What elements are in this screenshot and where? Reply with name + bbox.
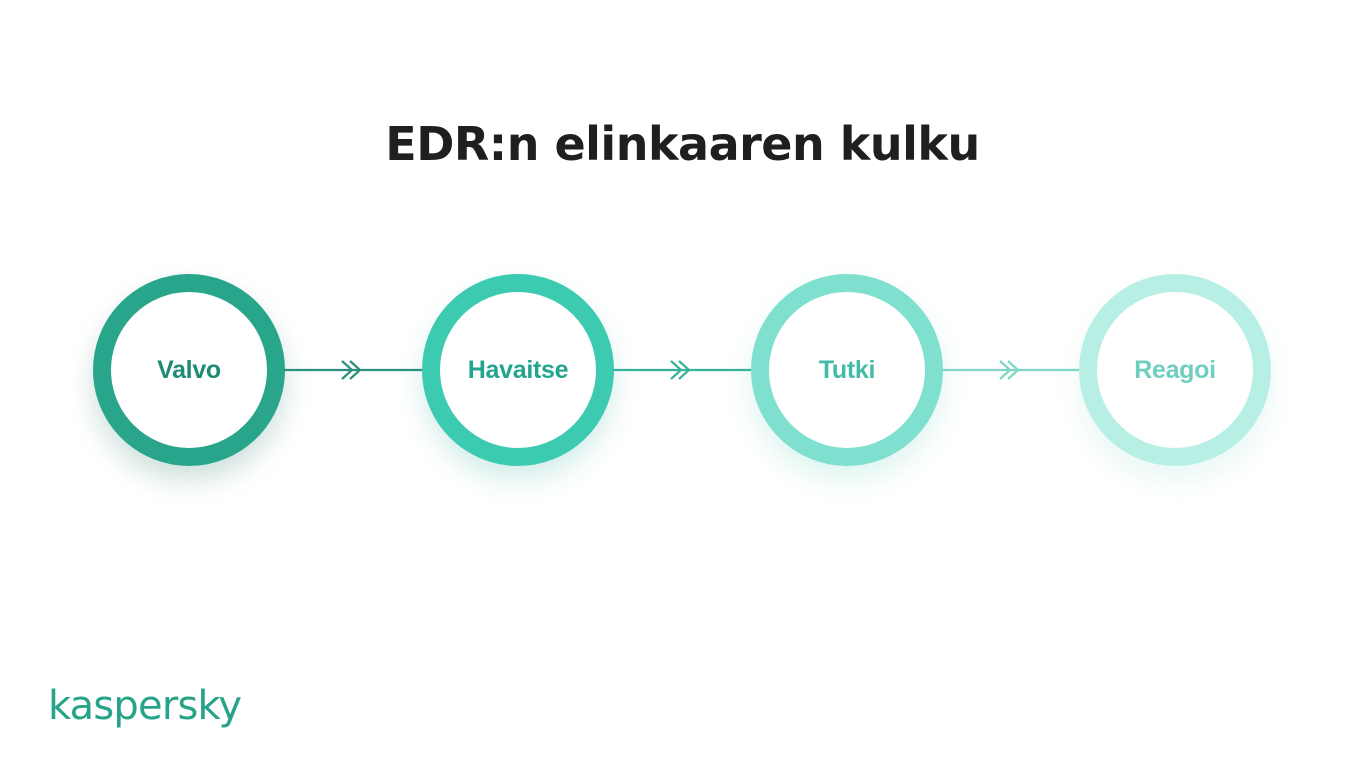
chevron-right-icon bbox=[670, 360, 683, 380]
step-tutki: Tutki bbox=[751, 274, 943, 466]
step-label: Valvo bbox=[157, 355, 221, 384]
step-label: Havaitse bbox=[467, 355, 569, 384]
step-valvo: Valvo bbox=[93, 274, 285, 466]
chevron-right-icon bbox=[678, 360, 691, 380]
chevron-right-icon bbox=[341, 360, 354, 380]
connector-arrow bbox=[942, 360, 1082, 380]
step-label: Reagoi bbox=[1134, 355, 1216, 384]
chevron-right-icon bbox=[999, 360, 1012, 380]
connector-arrow bbox=[613, 360, 753, 380]
kaspersky-logo: kaspersky bbox=[48, 683, 242, 729]
step-label: Tutki bbox=[818, 355, 876, 384]
connector-arrow bbox=[284, 360, 424, 380]
chevron-right-icon bbox=[349, 360, 362, 380]
step-reagoi: Reagoi bbox=[1079, 274, 1271, 466]
chevron-right-icon bbox=[1007, 360, 1020, 380]
step-havaitse: Havaitse bbox=[422, 274, 614, 466]
page-title: EDR:n elinkaaren kulku bbox=[385, 117, 980, 171]
